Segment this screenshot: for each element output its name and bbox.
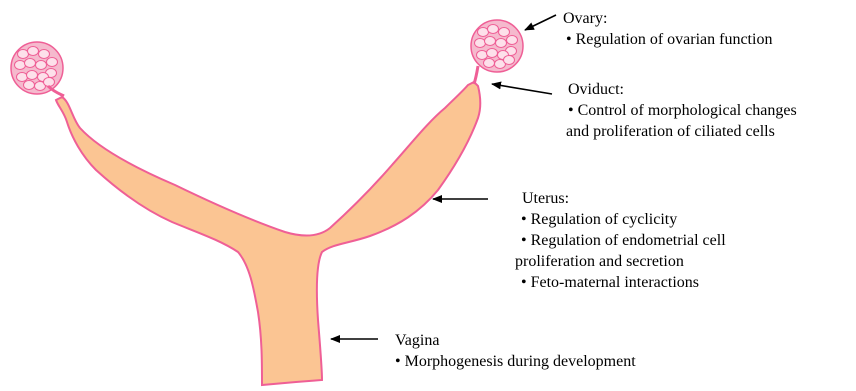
left-ovary <box>11 42 63 94</box>
right-oviduct <box>474 66 478 84</box>
ovary-cell <box>496 39 507 48</box>
ovary-cell <box>25 59 36 68</box>
ovary-cell <box>485 37 496 46</box>
ovary-cell <box>504 56 515 65</box>
ovary-cell <box>488 25 499 34</box>
ovary-cell <box>24 81 35 90</box>
ovary-cell <box>15 61 26 70</box>
ovary-cell <box>475 39 486 48</box>
ovary-label: Ovary: • Regulation of ovarian function <box>563 8 772 50</box>
ovary-cell <box>484 59 495 68</box>
ovary-cell <box>499 28 510 37</box>
uterus-title: Uterus: <box>522 188 726 209</box>
ovary-cell <box>39 50 50 59</box>
oviduct-arrow <box>492 84 552 94</box>
ovary-cell <box>28 47 39 56</box>
ovary-title: Ovary: <box>563 8 772 29</box>
uterus-item: • Regulation of cyclicity <box>521 209 726 230</box>
ovary-item: • Regulation of ovarian function <box>566 29 772 50</box>
vagina-label: Vagina • Morphogenesis during developmen… <box>385 330 636 372</box>
ovary-cell <box>507 36 518 45</box>
ovary-cell <box>47 58 58 67</box>
ovary-cell <box>27 71 38 80</box>
oviduct-item: and proliferation of ciliated cells <box>566 121 797 142</box>
ovary-cell <box>478 28 489 37</box>
right-ovary <box>471 20 523 72</box>
ovary-arrow <box>525 15 556 30</box>
oviduct-label: Oviduct: • Control of morphological chan… <box>566 79 797 142</box>
ovary-cell <box>487 49 498 58</box>
ovary-cell <box>18 50 29 59</box>
uterus-item: • Feto-maternal interactions <box>521 272 726 293</box>
ovary-cell <box>36 61 47 70</box>
ovary-cell <box>17 73 28 82</box>
vagina-title: Vagina <box>395 330 636 351</box>
oviduct-item: • Control of morphological changes <box>568 100 797 121</box>
oviduct-title: Oviduct: <box>568 79 797 100</box>
uterus-item: • Regulation of endometrial cell <box>521 230 726 251</box>
uterus-item: proliferation and secretion <box>515 251 726 272</box>
vagina-item: • Morphogenesis during development <box>395 351 636 372</box>
ovary-cell <box>477 51 488 60</box>
uterus-label: Uterus: • Regulation of cyclicity • Regu… <box>515 188 726 293</box>
